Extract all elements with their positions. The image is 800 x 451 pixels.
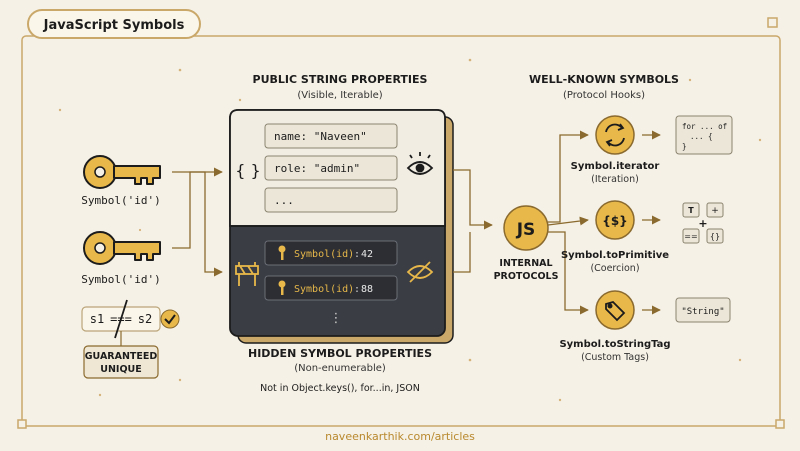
svg-text:Symbol(id): Symbol(id) <box>294 249 354 260</box>
check-icon <box>164 314 176 325</box>
hidden-note: Not in Object.keys(), for...in, JSON <box>260 383 420 394</box>
svg-text::: : <box>354 284 360 295</box>
iterator-node <box>595 115 635 155</box>
svg-text:+: + <box>711 206 719 216</box>
hidden-field-1: Symbol(id) : 42 <box>264 240 398 266</box>
svg-text::: : <box>354 249 360 260</box>
svg-text:{}: {} <box>710 232 720 241</box>
barrier-icon <box>235 262 259 286</box>
toprimitive-node: {$} <box>595 200 635 240</box>
svg-text:"String": "String" <box>681 307 724 317</box>
tag-icon <box>605 300 626 322</box>
js-logo: JS <box>516 220 536 240</box>
title-pill: JavaScript Symbols <box>27 9 201 39</box>
wellknown-subheading: (Protocol Hooks) <box>563 90 645 101</box>
footer-link[interactable]: naveenkarthik.com/articles <box>325 430 475 443</box>
svg-text:...: ... <box>274 194 294 207</box>
key-icon-1 <box>83 155 161 189</box>
svg-text:==: == <box>684 232 697 241</box>
hub-label-2: PROTOCOLS <box>494 271 559 282</box>
svg-text:role: "admin": role: "admin" <box>274 162 360 175</box>
key-label-1: Symbol('id') <box>81 194 160 207</box>
public-field-3: ... <box>264 187 398 213</box>
tostringtag-name: Symbol.toStringTag <box>559 339 670 350</box>
iterator-code-card: for ... of ... { } <box>675 115 733 155</box>
eye-off-icon <box>406 261 434 283</box>
outer-frame <box>21 35 781 427</box>
decorative-dots <box>58 58 762 402</box>
public-field-2: role: "admin" <box>264 155 398 181</box>
iterator-name: Symbol.iterator <box>571 161 660 172</box>
compare-right: s2 <box>138 312 152 326</box>
public-field-1: name: "Naveen" <box>264 123 398 149</box>
svg-text:... {: ... { <box>690 132 713 141</box>
toprimitive-desc: (Coercion) <box>590 263 639 274</box>
hidden-heading: HIDDEN SYMBOL PROPERTIES <box>248 347 432 360</box>
svg-text:+: + <box>698 217 707 230</box>
key-icon-2 <box>83 231 161 265</box>
key-label-2: Symbol('id') <box>81 273 160 286</box>
guaranteed-unique-badge <box>83 345 159 379</box>
dollar-braces-icon: {$} <box>602 214 627 228</box>
hub-label-1: INTERNAL <box>499 258 552 269</box>
hidden-subheading: (Non-enumerable) <box>294 363 386 374</box>
public-subheading: (Visible, Iterable) <box>297 90 382 101</box>
page-title: JavaScript Symbols <box>43 18 185 33</box>
string-tag-card: "String" <box>675 297 731 323</box>
svg-text:GUARANTEED: GUARANTEED <box>85 351 158 362</box>
tostringtag-desc: (Custom Tags) <box>581 352 649 363</box>
svg-text:42: 42 <box>361 249 373 260</box>
wellknown-heading: WELL-KNOWN SYMBOLS <box>529 73 679 86</box>
svg-text:88: 88 <box>361 284 373 295</box>
svg-text:}: } <box>682 142 687 151</box>
iterator-desc: (Iteration) <box>591 174 639 185</box>
uniqueness-compare: s1 === s2 GUARANTEED UNIQUE <box>81 299 180 379</box>
svg-text:T: T <box>688 206 694 215</box>
compare-left: s1 <box>90 312 104 326</box>
js-hub: JS <box>503 205 549 251</box>
toprimitive-name: Symbol.toPrimitive <box>561 250 669 261</box>
hidden-field-2: Symbol(id) : 88 <box>264 275 398 301</box>
protocol-branches <box>547 130 661 315</box>
svg-text:for ... of: for ... of <box>682 122 727 131</box>
public-heading: PUBLIC STRING PROPERTIES <box>253 73 428 86</box>
svg-text:UNIQUE: UNIQUE <box>100 364 141 375</box>
coercion-grid: T + + == {} <box>682 202 724 244</box>
refresh-icon <box>605 123 625 147</box>
eye-icon <box>406 152 434 175</box>
svg-text:name: "Naveen": name: "Naveen" <box>274 130 367 143</box>
hub-connectors <box>453 169 493 273</box>
tostringtag-node <box>595 290 635 330</box>
more-indicator: ⋮ <box>330 311 343 326</box>
key-connectors <box>172 167 223 277</box>
svg-text:Symbol(id): Symbol(id) <box>294 284 354 295</box>
object-braces: { } <box>235 161 260 180</box>
